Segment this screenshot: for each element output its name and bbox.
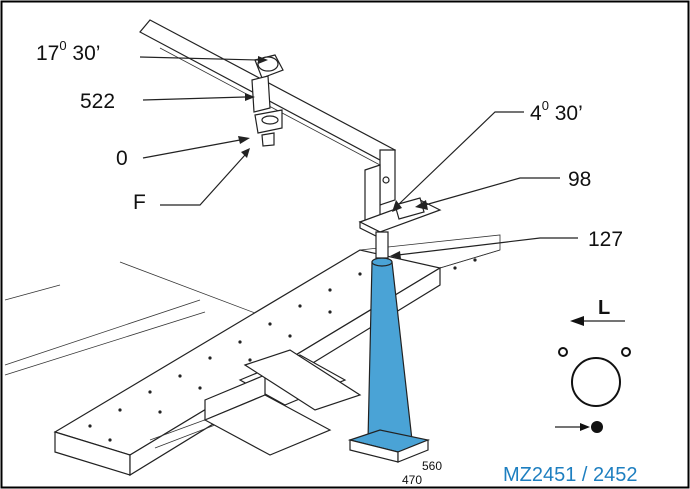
label-522: 522 [80, 90, 115, 113]
rail-holes [88, 258, 477, 442]
label-direction-l: L [598, 297, 610, 319]
label-470: 470 [402, 473, 422, 487]
label-angle-top: 170 30’ [36, 38, 100, 65]
label-560: 560 [422, 459, 442, 473]
direction-indicator: L [570, 297, 625, 326]
model-number: MZ2451 / 2452 [503, 464, 638, 486]
label-zero: 0 [116, 147, 128, 170]
pivot-dot-icon [591, 421, 603, 433]
hole-right-icon [621, 347, 631, 357]
support-column [347, 231, 431, 463]
label-f: F [133, 191, 146, 214]
leader-lines [139, 56, 578, 259]
column-circle-icon [571, 357, 621, 407]
label-127: 127 [588, 228, 623, 251]
gauge-head [251, 54, 284, 147]
label-angle-right: 40 30’ [530, 98, 583, 125]
cross-member [149, 349, 362, 456]
label-98: 98 [568, 168, 591, 191]
top-view-symbol [555, 347, 631, 433]
hole-left-icon [558, 347, 568, 357]
